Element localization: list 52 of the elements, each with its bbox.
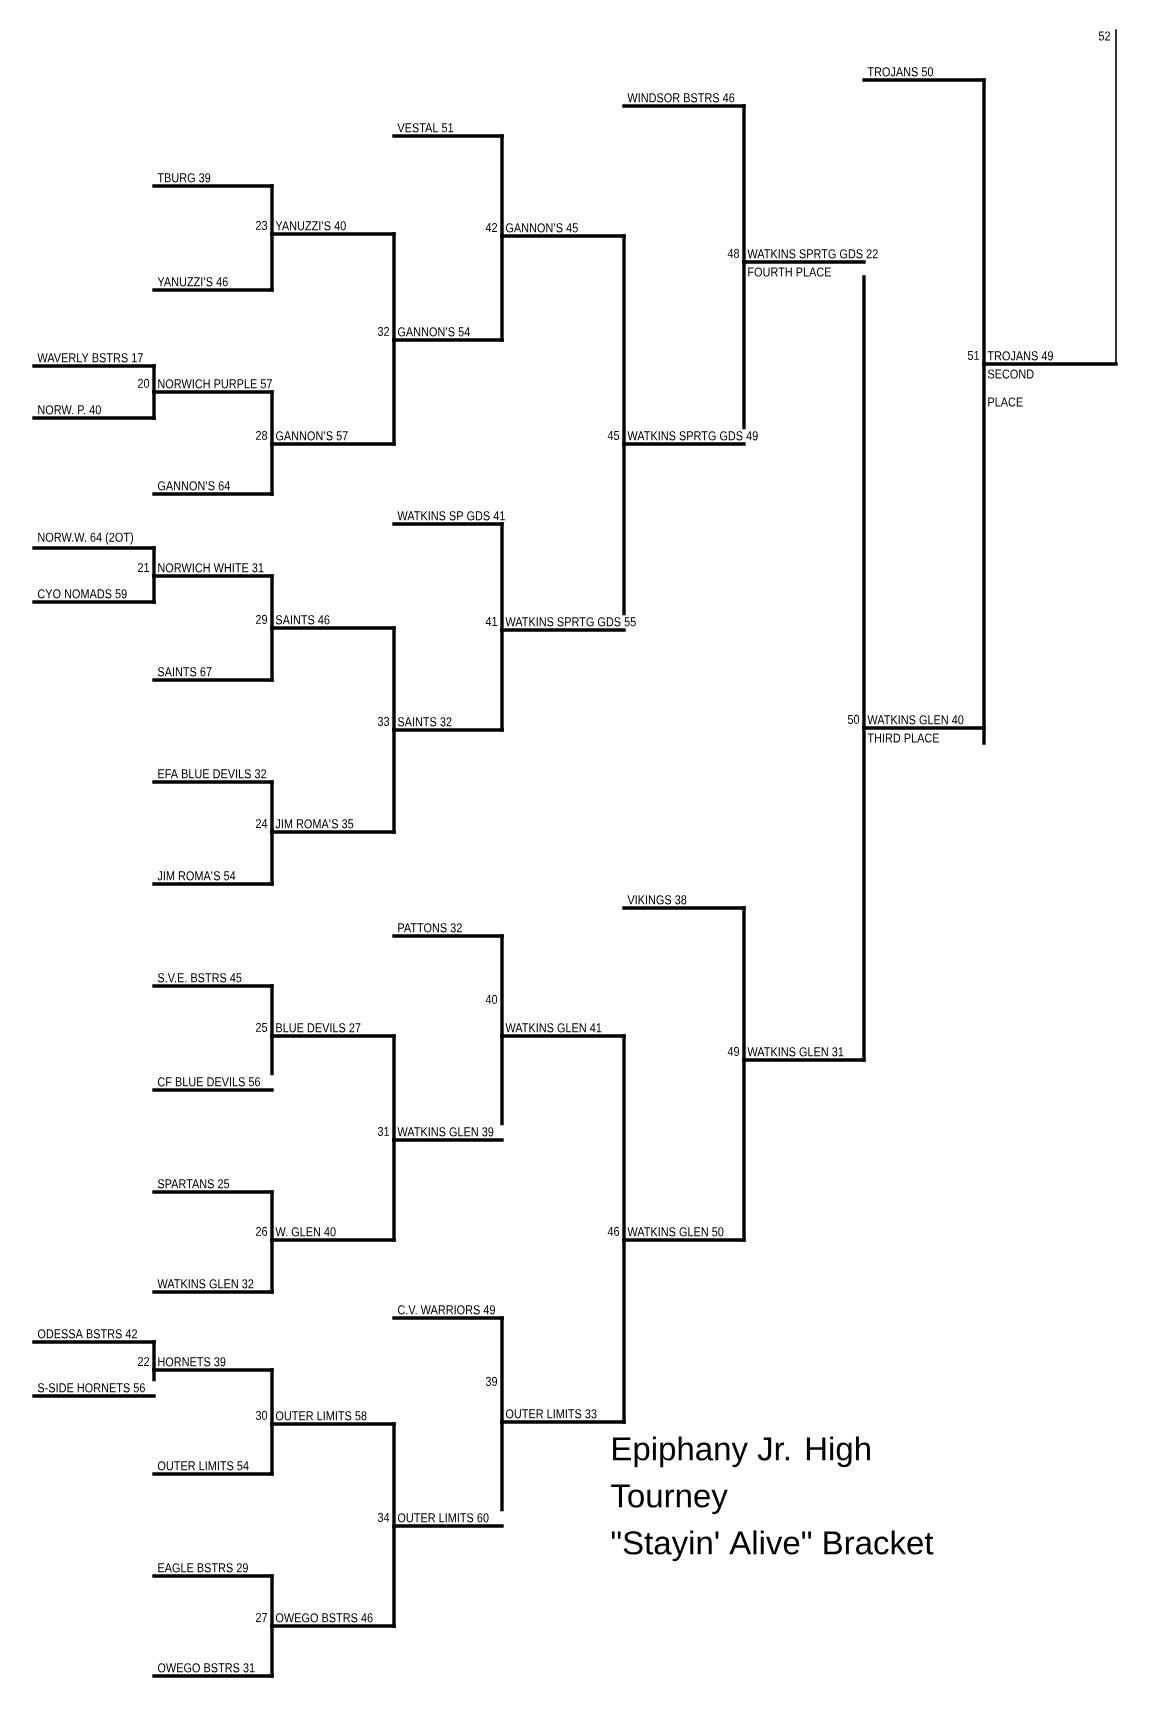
bracket-line <box>270 232 274 292</box>
bracket-line <box>392 338 396 446</box>
bracket-line <box>622 234 626 446</box>
bracket-line <box>270 184 274 236</box>
bracket-line <box>270 574 274 630</box>
bracket-line <box>152 390 156 420</box>
bracket-line <box>270 1422 274 1476</box>
bracket-line <box>500 1316 504 1424</box>
bracket-line <box>270 390 274 446</box>
bracket-line <box>270 984 274 1038</box>
bracket-line <box>742 906 746 1062</box>
bracket-line <box>392 1034 396 1142</box>
bracket-line <box>270 1190 274 1242</box>
bracket-line <box>270 830 274 886</box>
bracket-line <box>270 1238 274 1294</box>
bracket-line <box>742 104 746 264</box>
bracket-line <box>152 574 156 604</box>
bracket-line <box>392 232 396 342</box>
bracket-line <box>270 1624 274 1678</box>
bracket-line <box>270 1574 274 1628</box>
bracket-line <box>742 1058 746 1242</box>
bracket-line <box>622 1238 626 1424</box>
bracket-line <box>500 1034 504 1126</box>
bracket-line <box>392 1138 396 1242</box>
bracket-line <box>982 362 986 745</box>
bracket-line <box>270 1368 274 1426</box>
bracket-line <box>392 1422 396 1528</box>
bracket-line <box>152 1368 156 1382</box>
bracket-line <box>500 934 504 1038</box>
bracket-line <box>270 1034 274 1076</box>
bracket-line <box>622 442 626 616</box>
bracket-line <box>500 628 504 732</box>
bracket-line <box>152 1340 156 1372</box>
bracket-line <box>270 626 274 682</box>
bracket-line <box>270 780 274 834</box>
bracket-line <box>500 522 504 632</box>
bracket-line <box>862 726 866 1062</box>
bracket-line <box>982 78 986 366</box>
bracket-line <box>392 1524 396 1628</box>
bracket-line <box>500 1420 504 1512</box>
bracket-line <box>500 134 504 238</box>
bracket-line <box>742 260 746 430</box>
bracket-line <box>152 546 156 578</box>
bracket-line <box>392 626 396 732</box>
bracket-line <box>270 442 274 496</box>
bracket-line <box>622 1034 626 1242</box>
bracket-line <box>392 728 396 834</box>
bracket-line <box>500 234 504 342</box>
bracket-line <box>862 275 866 730</box>
title: Epiphany Jr. High Tourney "Stayin' Alive" Bracket <box>611 1436 934 1562</box>
bracket-line <box>152 364 156 394</box>
bracket-line <box>1115 29 1117 365</box>
